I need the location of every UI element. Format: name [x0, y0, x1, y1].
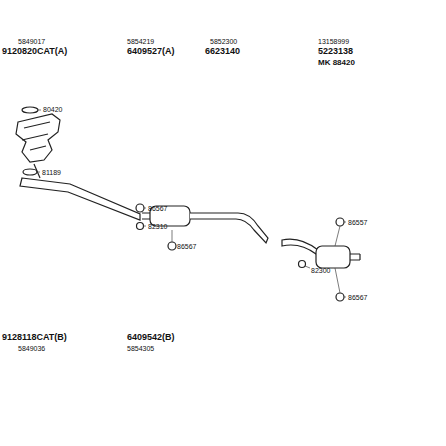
kit-number: 6623140 — [205, 47, 240, 56]
exhaust-manifold — [16, 114, 60, 162]
rubber-hanger — [168, 242, 176, 250]
kit-number: MK 88420 — [318, 59, 355, 67]
rubber-hanger — [336, 293, 344, 301]
clamp — [299, 261, 306, 268]
manifold-gasket — [22, 107, 38, 113]
rear-muffler — [316, 246, 350, 268]
kit-number: 6409542(B) — [127, 333, 175, 342]
callout-number: 86567 — [348, 294, 367, 301]
callout-number: 86567 — [148, 205, 167, 212]
rubber-hanger — [136, 204, 144, 212]
part-number: 13158999 — [318, 38, 349, 45]
callout-number: 82300 — [311, 267, 330, 274]
callout-number: 82310 — [148, 223, 167, 230]
callout-number: 81189 — [42, 169, 61, 176]
kit-number: 9120820CAT(A) — [2, 47, 67, 56]
part-number: 5849017 — [18, 38, 45, 45]
intermediate-pipe — [190, 213, 268, 243]
part-number: 5852300 — [210, 38, 237, 45]
kit-number: 9128118CAT(B) — [2, 333, 67, 342]
rear-pipe-inlet — [282, 239, 318, 254]
callout-number: 80420 — [43, 106, 62, 113]
part-number: 5854219 — [127, 38, 154, 45]
clamp — [137, 223, 144, 230]
kit-number: 5223138 — [318, 47, 353, 56]
flange-gasket — [23, 169, 37, 175]
callout-number: 86557 — [348, 219, 367, 226]
front-pipe — [20, 178, 140, 220]
part-number: 5849036 — [18, 345, 45, 352]
rubber-hanger — [336, 218, 344, 226]
kit-number: 6409527(A) — [127, 47, 175, 56]
callout-number: 86567 — [177, 243, 196, 250]
part-number: 5854305 — [127, 345, 154, 352]
